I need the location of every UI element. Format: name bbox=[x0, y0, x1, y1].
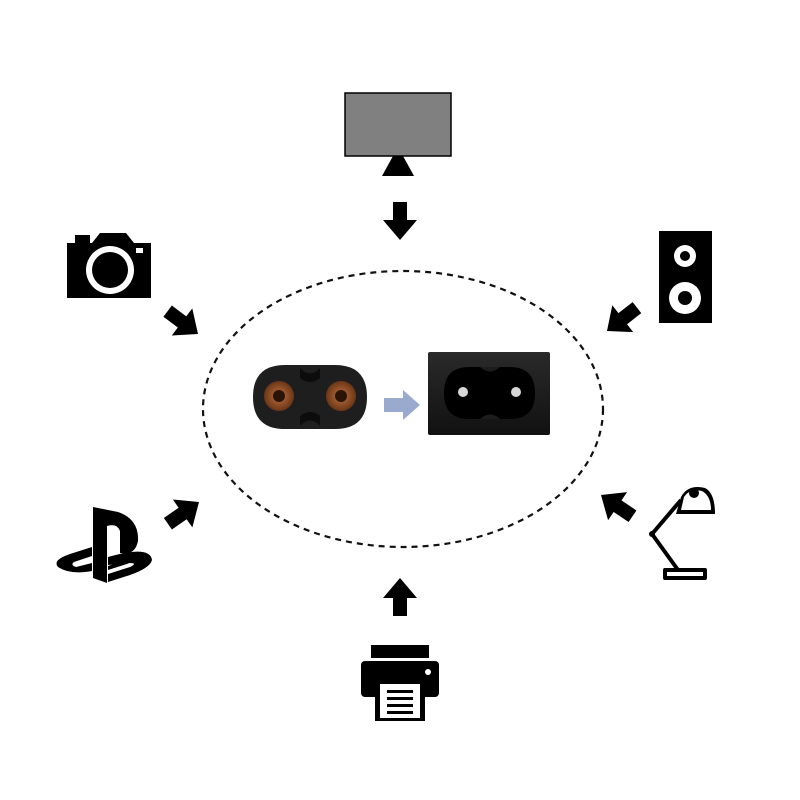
arrow-from-printer bbox=[383, 578, 417, 616]
right-arrow-icon bbox=[384, 390, 420, 420]
arrow-from-speaker bbox=[596, 294, 648, 345]
socket-pin-left bbox=[458, 387, 468, 397]
c7-figure-8-plug-icon bbox=[253, 365, 367, 429]
arrow-from-camera bbox=[157, 297, 209, 348]
speaker-icon bbox=[659, 231, 712, 323]
playstation-logo-icon bbox=[56, 507, 152, 583]
arrow-from-monitor bbox=[383, 202, 417, 240]
camera-icon bbox=[67, 233, 151, 298]
printer-icon bbox=[361, 645, 439, 721]
arrow-from-lamp bbox=[591, 480, 643, 531]
arrow-from-playstation bbox=[158, 488, 209, 538]
dashed-boundary-ellipse bbox=[201, 269, 605, 549]
desk-lamp-icon bbox=[649, 487, 715, 580]
monitor-icon bbox=[344, 92, 452, 176]
c8-figure-8-socket-icon bbox=[428, 352, 550, 435]
socket-pin-right bbox=[511, 387, 521, 397]
